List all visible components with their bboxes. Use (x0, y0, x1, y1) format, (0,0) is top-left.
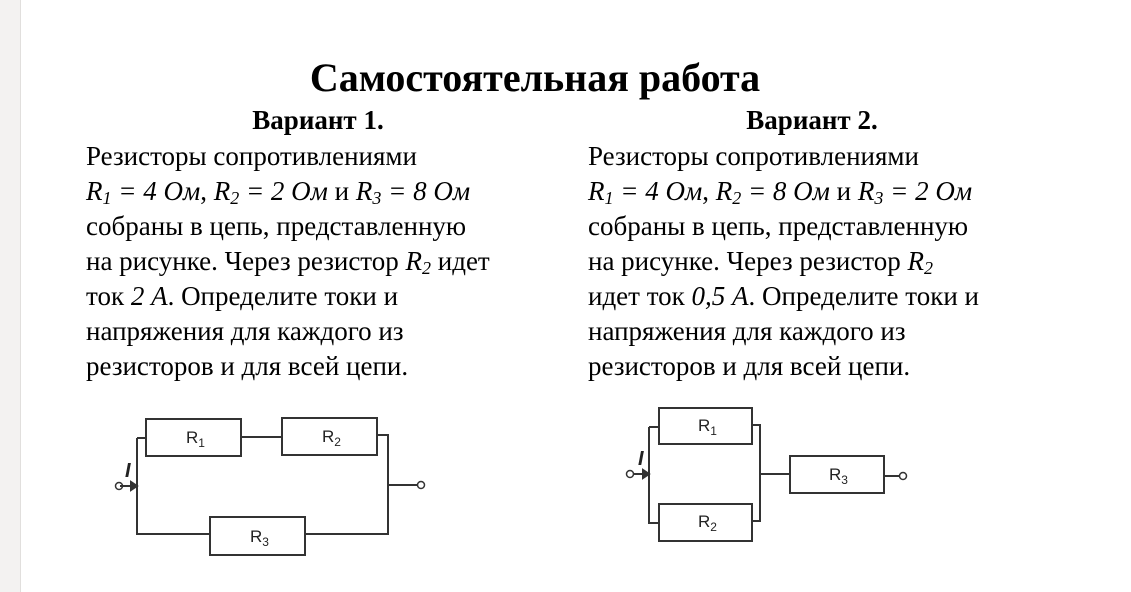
text-segment: напряжения для каждого из (86, 316, 404, 346)
svg-text:R2: R2 (698, 512, 717, 534)
text-segment: и (829, 176, 858, 206)
text-segment: 3 (874, 188, 884, 208)
text-segment: = 4 Ом (111, 176, 201, 206)
text-segment: 0,5 А (691, 281, 749, 311)
svg-text:R3: R3 (829, 465, 848, 487)
problem-text-line: резисторов и для всей цепи. (588, 349, 979, 384)
resistor-r2 (658, 503, 753, 542)
problem-text-line: R1 = 4 Ом, R2 = 8 Ом и R3 = 2 Ом (588, 174, 979, 209)
text-segment: и (327, 176, 356, 206)
resistor-r3 (209, 516, 306, 556)
problem-text-line: собраны в цепь, представленную (86, 209, 490, 244)
text-segment: 1 (102, 188, 112, 208)
svg-text:R3: R3 (250, 527, 269, 549)
text-segment: = 2 Ом (883, 176, 973, 206)
text-segment: . Определите токи и (748, 281, 979, 311)
terminal-icon (416, 480, 426, 490)
resistor-r3 (789, 455, 885, 494)
problem-text-line: напряжения для каждого из (588, 314, 979, 349)
problem-text-line: Резисторы сопротивлениями (588, 139, 979, 174)
text-segment: = 2 Ом (239, 176, 328, 206)
text-segment: идет (431, 246, 490, 276)
svg-text:R1: R1 (698, 416, 717, 438)
text-segment: на рисунке. Через резистор (588, 246, 908, 276)
resistor-r2 (281, 417, 378, 456)
circuit-variant-2: I R1 R2 R3 (625, 407, 908, 542)
current-arrow-icon (130, 480, 139, 492)
text-segment: 3 (372, 188, 382, 208)
text-segment: = 8 Ом (741, 176, 830, 206)
text-segment: R (405, 246, 423, 276)
text-segment: R (588, 176, 605, 206)
terminal-icon (898, 471, 908, 481)
problem-text-line: ток 2 А. Определите токи и (86, 279, 490, 314)
svg-text:R2: R2 (322, 427, 341, 449)
text-segment: 2 А (130, 281, 168, 311)
text-segment: 1 (604, 188, 614, 208)
text-segment: . Определите токи и (167, 281, 399, 311)
text-segment: Резисторы сопротивлениями (588, 141, 919, 171)
text-segment: = 4 Ом (613, 176, 703, 206)
terminal-icon (114, 481, 124, 491)
variant-2-heading: Вариант 2. (746, 105, 878, 135)
problem-text-line: идет ток 0,5 А. Определите токи и (588, 279, 979, 314)
text-segment: R (715, 176, 733, 206)
problem-text-line: Резисторы сопротивлениями (86, 139, 490, 174)
text-segment: 2 (924, 258, 934, 278)
variant-1-heading: Вариант 1. (252, 105, 384, 135)
text-segment: R (857, 176, 875, 206)
terminal-icon (625, 469, 635, 479)
text-segment: 2 (230, 188, 240, 208)
resistor-r1 (658, 407, 753, 445)
text-segment: резисторов и для всей цепи. (588, 351, 911, 381)
current-arrow-icon (642, 468, 651, 480)
text-segment: резисторов и для всей цепи. (86, 351, 409, 381)
text-segment: напряжения для каждого из (588, 316, 906, 346)
svg-text:R1: R1 (186, 428, 205, 450)
page-title: Самостоятельная работа (309, 55, 761, 100)
problem-text-line: собраны в цепь, представленную (588, 209, 979, 244)
text-segment: , (702, 176, 716, 206)
problem-text-line: резисторов и для всей цепи. (86, 349, 490, 384)
problem-text-line: напряжения для каждого из (86, 314, 490, 349)
text-segment: , (200, 176, 214, 206)
text-segment: Резисторы сопротивлениями (86, 141, 417, 171)
text-segment: R (907, 246, 925, 276)
text-segment: собраны в цепь, представленную (588, 211, 969, 241)
text-segment: собраны в цепь, представленную (86, 211, 467, 241)
problem-text-line: на рисунке. Через резистор R2 (588, 244, 979, 279)
current-label: I (125, 460, 131, 482)
text-segment: ток (86, 281, 131, 311)
problem-text-line: R1 = 4 Ом, R2 = 2 Ом и R3 = 8 Ом (86, 174, 490, 209)
text-segment: R (86, 176, 103, 206)
resistor-r1 (145, 418, 242, 457)
text-segment: R (355, 176, 373, 206)
text-segment: 2 (422, 258, 432, 278)
text-segment: идет ток (588, 281, 692, 311)
text-segment: R (213, 176, 231, 206)
current-label: I (638, 448, 644, 470)
text-segment: на рисунке. Через резистор (86, 246, 406, 276)
circuit-variant-1: I R1 R2 R3 (114, 417, 426, 556)
text-segment: = 8 Ом (381, 176, 471, 206)
problem-text-line: на рисунке. Через резистор R2 идет (86, 244, 490, 279)
page-gutter (0, 0, 21, 592)
text-segment: 2 (732, 188, 742, 208)
